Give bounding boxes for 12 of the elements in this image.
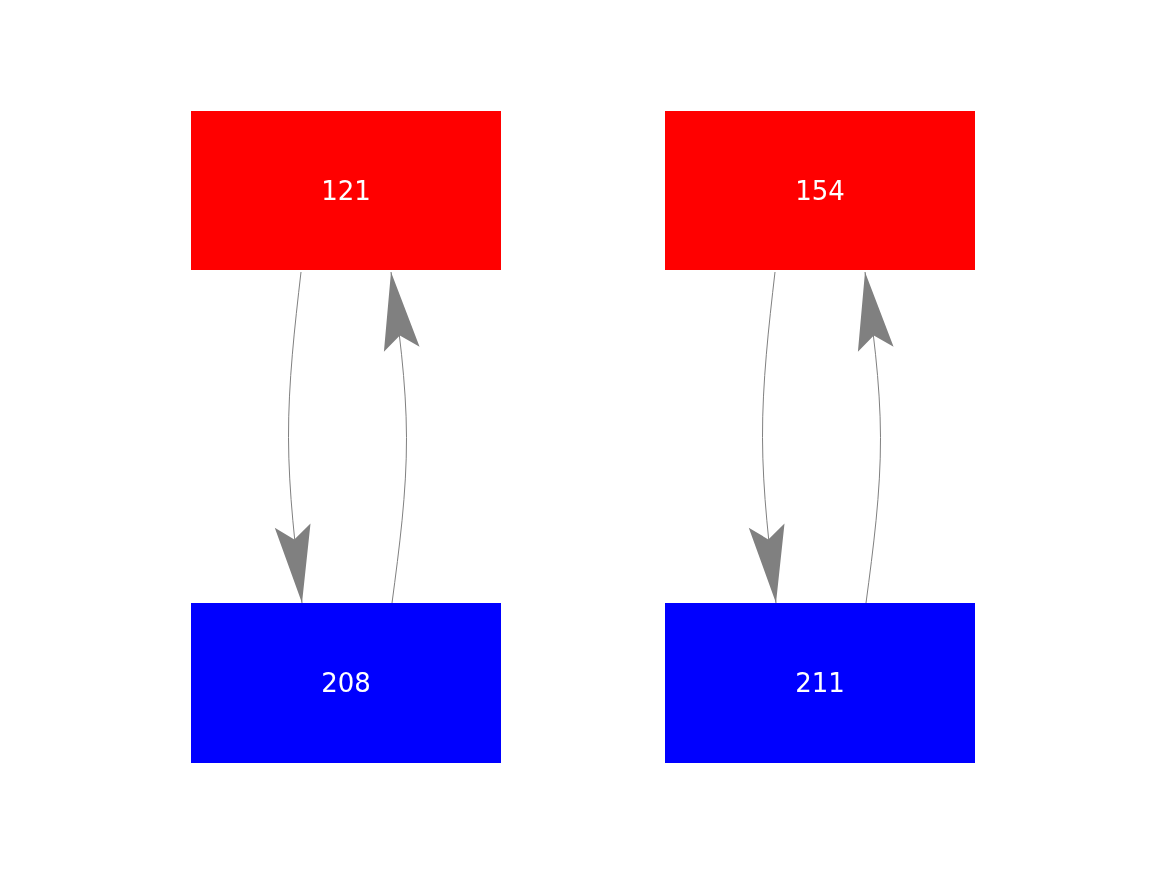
node-label: 154 [795,175,845,206]
arrow [274,271,311,604]
rectangle-node [665,603,975,763]
arrow [748,271,785,604]
node-label: 208 [321,668,371,698]
node-label: 211 [795,668,845,698]
rectangle-node [665,111,975,270]
rectangle-node [191,603,501,763]
arrow [857,271,894,604]
arrow [383,271,420,604]
node-label: 121 [321,175,371,206]
rectangle-node [191,111,501,270]
